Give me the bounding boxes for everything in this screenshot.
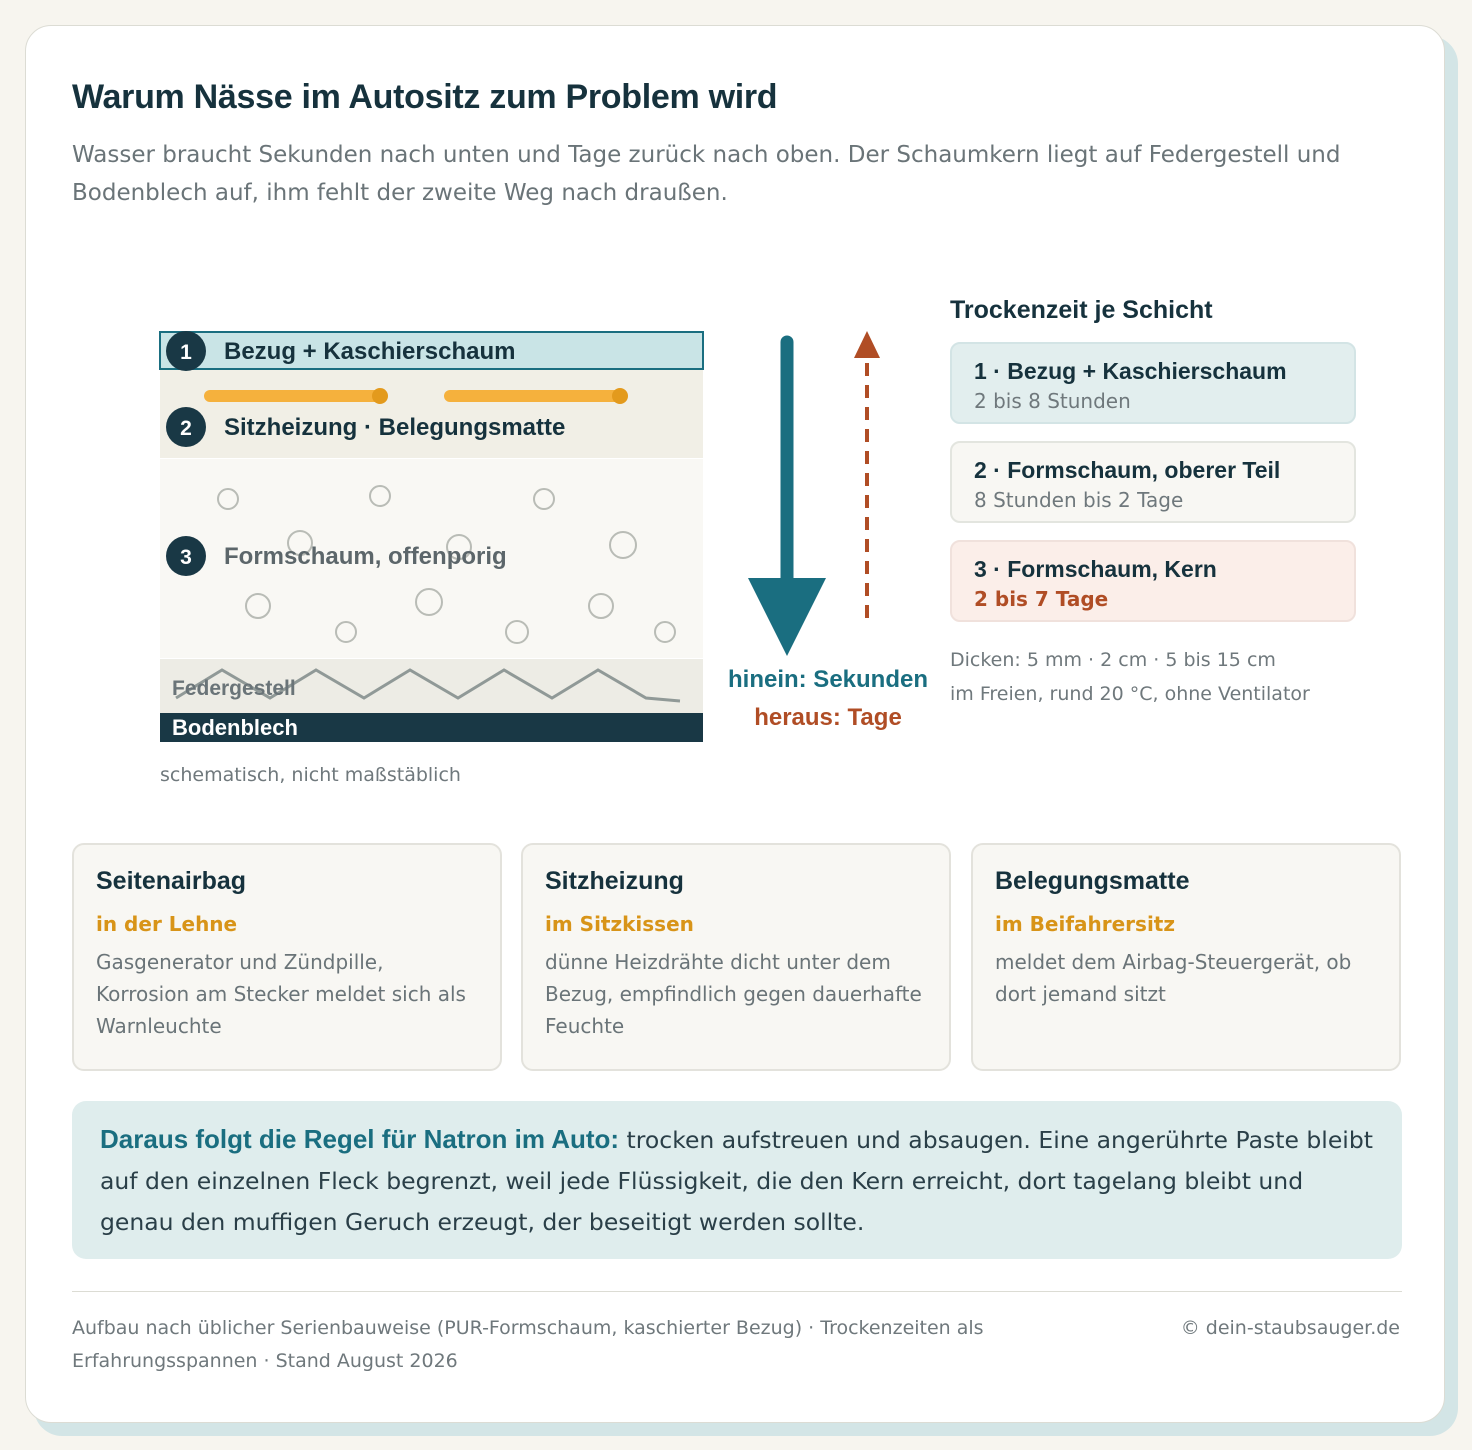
drying-item-label: 2 · Formschaum, oberer Teil xyxy=(974,457,1281,483)
component-card-occupancy-mat: Belegungsmatte im Beifahrersitz meldet d… xyxy=(971,843,1401,1071)
arrow-in-head xyxy=(748,578,826,656)
page-subtitle: Wasser braucht Sekunden nach unten und T… xyxy=(72,142,1341,206)
footer-source-note: Aufbau nach üblicher Serienbauweise (PUR… xyxy=(72,1317,984,1372)
arrow-out-label: heraus: Tage xyxy=(754,704,902,731)
drying-item-value: 2 bis 7 Tage xyxy=(974,587,1109,611)
component-description: meldet dem Airbag-Steuergerät, ob dort j… xyxy=(995,950,1352,1006)
infographic-card: Warum Nässe im Autositz zum Problem wird… xyxy=(25,25,1445,1423)
foam-pores xyxy=(217,485,676,644)
drying-time-item: 2 · Formschaum, oberer Teil 8 Stunden bi… xyxy=(950,441,1356,523)
component-location: im Sitzkissen xyxy=(545,912,694,936)
component-title: Belegungsmatte xyxy=(995,867,1190,895)
spring-zigzag xyxy=(175,668,681,703)
drying-time-title: Trockenzeit je Schicht xyxy=(950,296,1213,324)
layer-floor-plate xyxy=(160,713,703,742)
footer-copyright: © dein-staubsauger.de xyxy=(1180,1317,1400,1339)
rule-lead: Daraus folgt die Regel für Natron im Aut… xyxy=(100,1124,620,1154)
component-card-side-airbag: Seitenairbag in der Lehne Gasgenerator u… xyxy=(72,843,502,1071)
layer-heating xyxy=(160,370,703,458)
arrow-in-label: hinein: Sekunden xyxy=(727,666,928,693)
layer-foam xyxy=(160,459,703,658)
layer-badge xyxy=(166,331,206,371)
component-location: im Beifahrersitz xyxy=(995,912,1176,936)
layer-badge xyxy=(166,407,206,447)
drying-time-item: 1 · Bezug + Kaschierschaum 2 bis 8 Stund… xyxy=(950,342,1356,424)
drying-item-value: 2 bis 8 Stunden xyxy=(974,389,1131,413)
seat-cross-section-diagram: 1 2 3 Bezug + Kaschierschaum Sitzheizung… xyxy=(159,331,880,742)
footer-divider xyxy=(72,1291,1402,1292)
floor-plate-label: Bodenblech xyxy=(172,715,298,740)
layer-label: Sitzheizung · Belegungsmatte xyxy=(224,414,565,441)
diagram-caption: schematisch, nicht maßstäblich xyxy=(160,764,461,786)
layer-label: Bezug + Kaschierschaum xyxy=(224,338,515,365)
drying-item-value: 8 Stunden bis 2 Tage xyxy=(974,488,1184,512)
component-description: dünne Heizdrähte dicht unter dem Bezug, … xyxy=(545,950,922,1038)
layer-label: Formschaum, offenporig xyxy=(224,543,507,570)
heating-wire-end xyxy=(372,388,388,404)
layer-badge-number: 1 xyxy=(180,341,192,364)
layer-badge-number: 3 xyxy=(180,546,192,569)
component-card-seat-heating: Sitzheizung im Sitzkissen dünne Heizdräh… xyxy=(521,843,951,1071)
rule-callout: Daraus folgt die Regel für Natron im Aut… xyxy=(72,1101,1402,1259)
drying-note-thickness: Dicken: 5 mm · 2 cm · 5 bis 15 cm xyxy=(950,649,1276,671)
drying-note-conditions: im Freien, rund 20 °C, ohne Ventilator xyxy=(950,683,1310,705)
component-description: Gasgenerator und Zündpille, Korrosion am… xyxy=(96,950,466,1038)
drying-note: Dicken: 5 mm · 2 cm · 5 bis 15 cm im Fre… xyxy=(950,643,1310,711)
spring-frame-label: Federgestell xyxy=(172,677,296,700)
component-title: Sitzheizung xyxy=(545,867,684,895)
component-location: in der Lehne xyxy=(96,912,238,936)
layer-badge xyxy=(166,536,206,576)
drying-item-label: 1 · Bezug + Kaschierschaum xyxy=(974,358,1287,384)
component-title: Seitenairbag xyxy=(96,867,247,895)
drying-time-item: 3 · Formschaum, Kern 2 bis 7 Tage xyxy=(950,540,1356,622)
layer-cover xyxy=(159,331,704,370)
layer-badge-number: 2 xyxy=(180,417,192,440)
drying-item-label: 3 · Formschaum, Kern xyxy=(974,556,1217,582)
page-title: Warum Nässe im Autositz zum Problem wird xyxy=(72,78,778,116)
arrow-out-head xyxy=(854,331,880,358)
heating-wire-end xyxy=(612,388,628,404)
rule-text: trocken aufstreuen und absaugen. Eine an… xyxy=(100,1126,1373,1236)
